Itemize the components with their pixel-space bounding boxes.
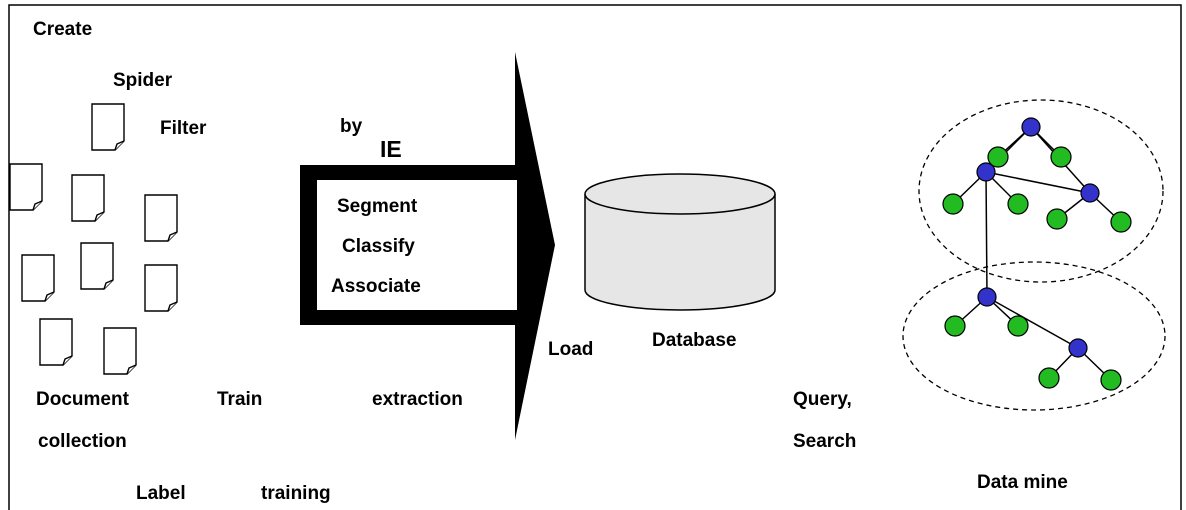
label-search: Search <box>793 431 857 452</box>
graph-leaf-node <box>1007 193 1029 215</box>
document-icon <box>39 318 73 366</box>
document-icon <box>9 163 43 211</box>
label-filter: Filter <box>160 118 207 139</box>
graph-leaf-node <box>1007 315 1029 337</box>
label-train: Train <box>217 389 263 410</box>
graph-leaf-node <box>944 315 966 337</box>
label-collection: collection <box>38 431 127 452</box>
cluster-ellipse-upper <box>918 99 1164 283</box>
label-extraction: extraction <box>372 389 463 410</box>
graph-leaf-node <box>1100 369 1122 391</box>
label-classify: Classify <box>342 236 415 257</box>
document-icon <box>103 327 137 375</box>
graph-inner-node <box>1021 117 1041 137</box>
graph-leaf-node <box>1110 211 1132 233</box>
document-collection <box>9 103 178 375</box>
tree-graph-icon <box>942 117 1132 391</box>
document-icon <box>144 194 178 242</box>
graph-edge <box>985 171 988 298</box>
document-icon <box>71 174 105 222</box>
label-document: Document <box>36 389 129 410</box>
document-icon <box>144 264 178 312</box>
label-ie: IE <box>380 136 402 162</box>
label-associate: Associate <box>331 276 421 297</box>
graph-leaf-node <box>942 193 964 215</box>
label-training: training <box>261 483 331 504</box>
label-load: Load <box>548 339 594 360</box>
label-create: Create <box>33 19 93 40</box>
document-icon <box>91 103 125 151</box>
graph-leaf-node <box>1050 146 1072 168</box>
frame-border <box>8 4 1182 510</box>
label-by: by <box>340 116 363 137</box>
tree-graph-edges <box>952 126 1122 381</box>
database-cylinder-icon <box>584 173 776 311</box>
document-icon <box>21 254 55 302</box>
graph-edge <box>986 296 1079 349</box>
label-database: Database <box>652 330 737 351</box>
graph-leaf-node <box>1038 367 1060 389</box>
label-spider: Spider <box>113 70 173 91</box>
label-label: Label <box>136 483 186 504</box>
graph-inner-node <box>1080 183 1100 203</box>
graph-inner-node <box>1068 338 1088 358</box>
cluster-ellipse-lower <box>902 261 1166 411</box>
label-query: Query, <box>793 389 852 410</box>
graph-leaf-node <box>987 146 1009 168</box>
document-icon <box>80 242 114 290</box>
graph-leaf-node <box>1046 208 1068 230</box>
graph-edge <box>985 171 1091 194</box>
graph-inner-node <box>976 162 996 182</box>
label-data-mine: Data mine <box>977 472 1068 493</box>
graph-inner-node <box>977 287 997 307</box>
label-segment: Segment <box>337 196 418 217</box>
ie-arrow <box>300 52 555 440</box>
